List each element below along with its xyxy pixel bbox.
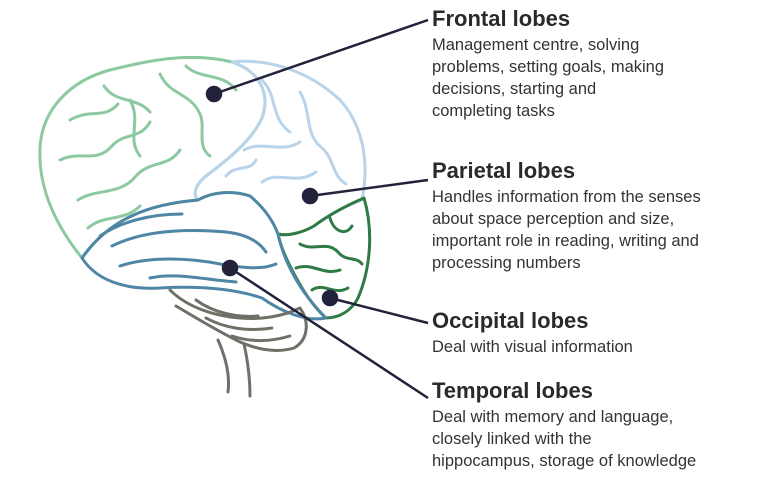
- frontal-label-block: Frontal lobes Management centre, solving…: [432, 6, 772, 122]
- occipital-title: Occipital lobes: [432, 308, 772, 334]
- temporal-pointer-dot: [223, 261, 237, 275]
- parietal-pointer: [310, 180, 428, 196]
- frontal-pointer-dot: [207, 87, 221, 101]
- temporal-desc-line: hippocampus, storage of knowledge: [432, 450, 772, 472]
- frontal-pointer: [214, 20, 428, 94]
- occipital-pointer: [330, 298, 428, 323]
- frontal-desc-line: decisions, starting and: [432, 78, 772, 100]
- temporal-lobe: [82, 193, 326, 319]
- frontal-description: Management centre, solving problems, set…: [432, 34, 772, 122]
- parietal-desc-line: about space perception and size,: [432, 208, 772, 230]
- parietal-desc-line: processing numbers: [432, 252, 772, 274]
- temporal-title: Temporal lobes: [432, 378, 772, 404]
- temporal-description: Deal with memory and language, closely l…: [432, 406, 772, 472]
- frontal-desc-line: Management centre, solving: [432, 34, 772, 56]
- occipital-label-block: Occipital lobes Deal with visual informa…: [432, 308, 772, 358]
- frontal-desc-line: problems, setting goals, making: [432, 56, 772, 78]
- frontal-desc-line: completing tasks: [432, 100, 772, 122]
- parietal-desc-line: Handles information from the senses: [432, 186, 772, 208]
- temporal-desc-line: closely linked with the: [432, 428, 772, 450]
- temporal-desc-line: Deal with memory and language,: [432, 406, 772, 428]
- temporal-label-block: Temporal lobes Deal with memory and lang…: [432, 378, 772, 472]
- parietal-label-block: Parietal lobes Handles information from …: [432, 158, 772, 274]
- occipital-pointer-dot: [323, 291, 337, 305]
- parietal-desc-line: important role in reading, writing and: [432, 230, 772, 252]
- occipital-description: Deal with visual information: [432, 336, 772, 358]
- frontal-title: Frontal lobes: [432, 6, 772, 32]
- parietal-description: Handles information from the senses abou…: [432, 186, 772, 274]
- parietal-title: Parietal lobes: [432, 158, 772, 184]
- occipital-desc-line: Deal with visual information: [432, 336, 772, 358]
- parietal-pointer-dot: [303, 189, 317, 203]
